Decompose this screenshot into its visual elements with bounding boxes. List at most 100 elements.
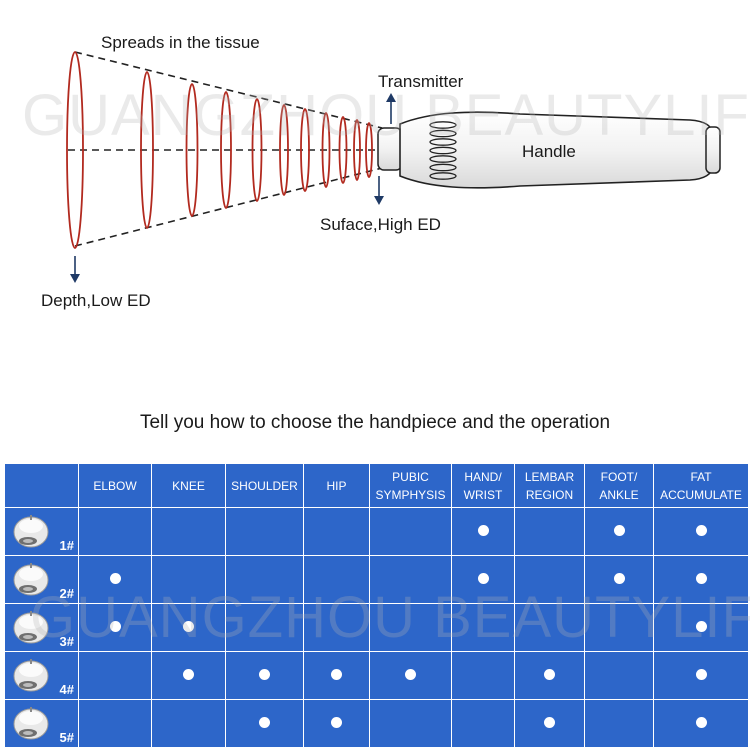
handpiece-icon bbox=[13, 707, 49, 740]
handpiece-icon bbox=[13, 563, 49, 596]
grip-coil bbox=[429, 129, 457, 138]
handpiece-icon bbox=[13, 515, 49, 548]
handpiece-cell: 3# bbox=[4, 603, 79, 652]
handpiece-number: 4# bbox=[59, 682, 74, 697]
table-cell bbox=[653, 651, 749, 700]
table-row: 5# bbox=[4, 699, 749, 748]
grip-coil bbox=[429, 155, 457, 163]
table-cell bbox=[451, 507, 515, 556]
table-row: 1# bbox=[4, 507, 749, 556]
handpiece-number: 3# bbox=[59, 634, 74, 649]
table-cell bbox=[514, 651, 585, 700]
wave-ring bbox=[251, 98, 263, 202]
table-cell bbox=[303, 507, 370, 556]
handle-drawing bbox=[377, 111, 721, 189]
wave-ring bbox=[365, 122, 373, 178]
table-cell bbox=[225, 555, 304, 604]
table-cell bbox=[369, 699, 452, 748]
depth-arrow bbox=[70, 256, 80, 283]
handpiece-number: 5# bbox=[59, 730, 74, 745]
column-header-text: FOOT/ bbox=[600, 469, 638, 484]
column-header-text: ANKLE bbox=[599, 487, 639, 502]
column-header-text: ELBOW bbox=[93, 478, 137, 493]
grip-coil bbox=[429, 146, 457, 155]
label-transmitter: Transmitter bbox=[378, 72, 464, 91]
suitability-dot bbox=[109, 572, 121, 584]
table-cell bbox=[584, 651, 654, 700]
table-cell bbox=[151, 555, 226, 604]
wave-ring bbox=[300, 108, 310, 192]
table-cell bbox=[514, 507, 585, 556]
handpiece-icon bbox=[13, 611, 49, 644]
table-cell bbox=[78, 699, 152, 748]
table-cell bbox=[451, 603, 515, 652]
wave-ring bbox=[220, 91, 232, 209]
table-cell bbox=[303, 699, 370, 748]
diagram-svg bbox=[66, 51, 721, 283]
column-header-text: SYMPHYSIS bbox=[375, 487, 446, 502]
wave-ring bbox=[279, 104, 289, 196]
shockwave-diagram: Spreads in the tissue Transmitter Handle… bbox=[41, 33, 721, 310]
label-depth: Depth,Low ED bbox=[41, 291, 151, 310]
table-cell bbox=[369, 651, 452, 700]
cone-top-line bbox=[74, 51, 383, 129]
column-header: ELBOW bbox=[78, 463, 152, 508]
table-cell bbox=[584, 507, 654, 556]
column-header: HIP bbox=[303, 463, 370, 508]
suitability-dot bbox=[331, 716, 342, 728]
grip-coil bbox=[429, 138, 457, 146]
handpiece-number: 2# bbox=[59, 586, 74, 601]
table-cell bbox=[584, 555, 654, 604]
cone-bottom-line bbox=[74, 167, 383, 247]
table-cell bbox=[303, 603, 370, 652]
handpiece-number: 1# bbox=[59, 538, 74, 553]
header-corner bbox=[4, 463, 79, 508]
suitability-dot bbox=[695, 524, 707, 536]
label-handle: Handle bbox=[522, 142, 576, 161]
table-cell bbox=[225, 507, 304, 556]
surface-arrow bbox=[374, 176, 384, 205]
wave-ring bbox=[140, 71, 154, 229]
table-cell bbox=[451, 699, 515, 748]
grip-coil bbox=[429, 121, 457, 129]
column-header-text: HIP bbox=[326, 478, 347, 493]
column-header-text: KNEE bbox=[172, 478, 205, 493]
table-cell bbox=[151, 651, 226, 700]
grip-coils bbox=[429, 121, 457, 180]
column-header-text: FAT bbox=[690, 469, 712, 484]
table-cell bbox=[514, 603, 585, 652]
table-cell bbox=[151, 507, 226, 556]
table-cell bbox=[584, 699, 654, 748]
table-cell bbox=[451, 651, 515, 700]
table-cell bbox=[303, 555, 370, 604]
table-cell bbox=[151, 699, 226, 748]
label-surface: Suface,High ED bbox=[320, 215, 441, 234]
table-cell bbox=[151, 603, 226, 652]
table-body: 1# 2# 3# 4# 5# bbox=[4, 507, 749, 748]
suitability-dot bbox=[477, 524, 489, 536]
suitability-dot bbox=[259, 668, 270, 680]
column-header: KNEE bbox=[151, 463, 226, 508]
wave-ring bbox=[338, 116, 348, 184]
section-heading: Tell you how to choose the handpiece and… bbox=[139, 412, 611, 433]
suitability-dot bbox=[477, 572, 489, 584]
table-cell bbox=[369, 603, 452, 652]
handpiece-cell: 4# bbox=[4, 651, 79, 700]
table-cell bbox=[78, 555, 152, 604]
wave-rings bbox=[66, 51, 373, 249]
table-cell bbox=[78, 507, 152, 556]
table-row: 2# bbox=[4, 555, 749, 604]
table-cell bbox=[78, 651, 152, 700]
handpiece-cell: 5# bbox=[4, 699, 79, 748]
handpiece-icon bbox=[13, 659, 49, 692]
suitability-dot bbox=[695, 716, 707, 728]
wave-ring bbox=[185, 83, 199, 217]
table-cell bbox=[78, 603, 152, 652]
suitability-dot bbox=[183, 668, 194, 680]
column-header-text: REGION bbox=[525, 487, 574, 502]
